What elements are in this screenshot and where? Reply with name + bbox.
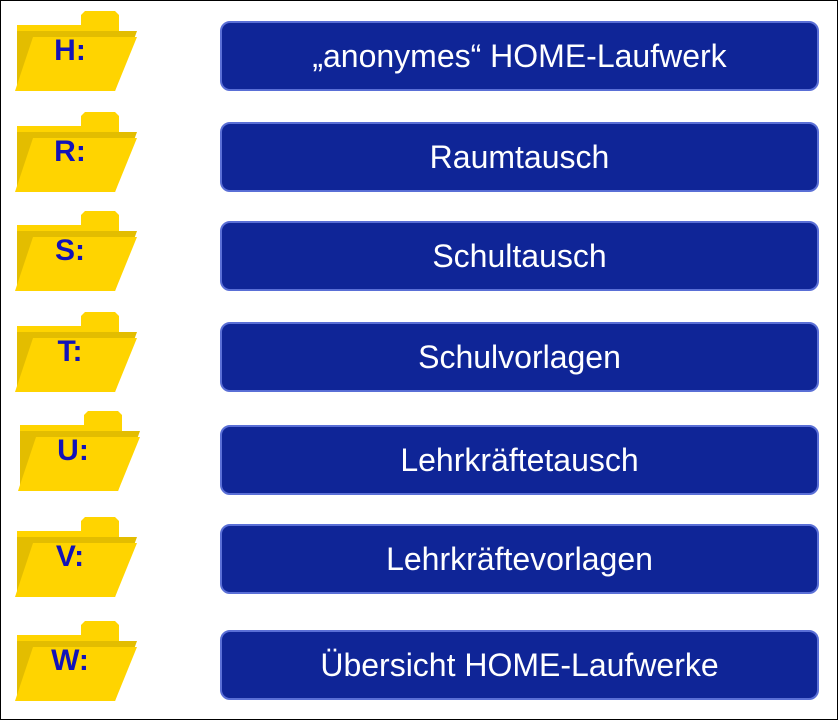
folder-icon: T: [11, 312, 139, 392]
drive-button-s[interactable]: Schultausch [220, 221, 819, 291]
drive-button-r[interactable]: Raumtausch [220, 122, 819, 192]
drive-row-t: T: Schulvorlagen [1, 312, 838, 392]
folder-shape [15, 211, 137, 291]
folder-shape [15, 517, 137, 597]
drive-letter: V: [55, 540, 85, 573]
folder-icon: H: [11, 11, 139, 91]
drive-button-h[interactable]: „anonymes“ HOME-Laufwerk [220, 21, 819, 91]
drive-row-u: U: Lehrkräftetausch [1, 411, 838, 495]
drive-row-h: H: „anonymes“ HOME-Laufwerk [1, 11, 838, 91]
drive-row-s: S: Schultausch [1, 211, 838, 291]
drive-button-v[interactable]: Lehrkräftevorlagen [220, 524, 819, 594]
drive-button-w[interactable]: Übersicht HOME-Laufwerke [220, 630, 819, 700]
drive-row-w: W: Übersicht HOME-Laufwerke [1, 621, 838, 701]
drive-row-v: V: Lehrkräftevorlagen [1, 515, 838, 597]
drive-button-t[interactable]: Schulvorlagen [220, 322, 819, 392]
drive-letter: U: [57, 434, 89, 467]
folder-shape [15, 11, 137, 91]
drive-letter: H: [54, 34, 86, 67]
drive-letter: W: [51, 644, 89, 677]
folder-shape [15, 621, 137, 701]
folder-shape [15, 312, 137, 392]
folder-icon: V: [11, 517, 139, 597]
drive-row-r: R: Raumtausch [1, 112, 838, 192]
folder-shape [15, 112, 137, 192]
drive-letter: T: [57, 335, 83, 368]
drive-button-u[interactable]: Lehrkräftetausch [220, 425, 819, 495]
drive-letter: S: [55, 234, 85, 267]
drive-letter: R: [54, 135, 86, 168]
folder-icon: U: [14, 411, 142, 491]
folder-icon: W: [11, 621, 139, 701]
folder-icon: R: [11, 112, 139, 192]
folder-icon: S: [11, 211, 139, 291]
folder-shape [18, 411, 140, 491]
